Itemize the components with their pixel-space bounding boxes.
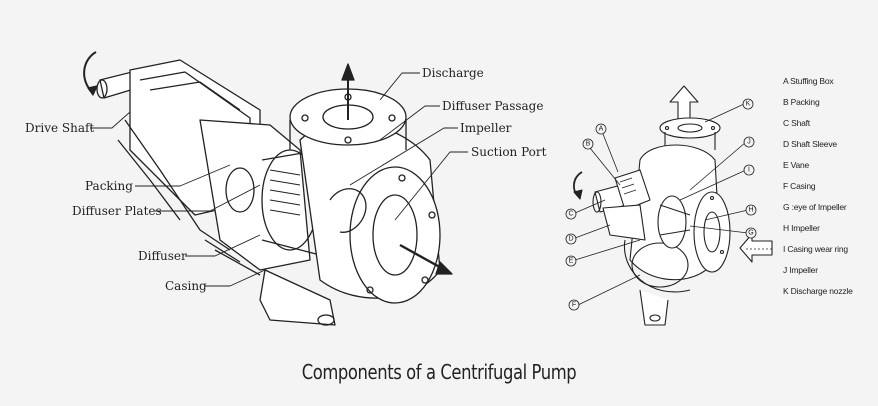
legend-item-j: J Impeller: [783, 265, 818, 275]
legend-item-a: A Stuffing Box: [783, 76, 834, 86]
callout-f: F: [568, 299, 580, 311]
svg-text:E: E: [569, 258, 574, 265]
legend-item-b: B Packing: [783, 97, 820, 107]
callout-e: E: [565, 255, 577, 267]
legend: A Stuffing Box B Packing C Shaft D Shaft…: [783, 76, 853, 307]
callout-c: C: [565, 208, 577, 220]
legend-item-k: K Discharge nozzle: [783, 286, 853, 296]
legend-item-i: I Casing wear ring: [783, 244, 848, 254]
label-drive-shaft: Drive Shaft: [25, 121, 95, 135]
svg-text:B: B: [586, 141, 591, 148]
svg-text:C: C: [568, 211, 573, 218]
right-pump-illustration: [573, 85, 773, 326]
label-impeller: Impeller: [460, 121, 512, 135]
svg-text:H: H: [748, 207, 753, 214]
callout-i: I: [743, 164, 755, 176]
svg-text:J: J: [747, 139, 751, 146]
legend-item-c: C Shaft: [783, 118, 810, 128]
page-title: Components of a Centrifugal Pump: [301, 360, 577, 384]
svg-text:F: F: [572, 302, 576, 309]
legend-item-h: H Impeller: [783, 223, 820, 233]
label-casing: Casing: [165, 279, 207, 293]
legend-item-g: G :eye of Impeller: [783, 202, 847, 212]
callout-markers: A B C D E F K J I H G: [565, 98, 757, 311]
callout-j: J: [743, 136, 755, 148]
legend-item-f: F Casing: [783, 181, 816, 191]
callout-k: K: [742, 98, 754, 110]
label-diffuser-plates: Diffuser Plates: [72, 204, 162, 218]
svg-text:K: K: [746, 101, 751, 108]
callout-b: B: [582, 138, 594, 150]
label-diffuser-passage: Diffuser Passage: [442, 99, 544, 113]
legend-item-e: E Vane: [783, 160, 810, 170]
label-suction-port: Suction Port: [471, 145, 547, 159]
discharge-direction-icon: [669, 85, 699, 121]
label-diffuser: Diffuser: [138, 249, 187, 263]
callout-h: H: [745, 204, 757, 216]
svg-text:I: I: [748, 167, 750, 174]
label-packing: Packing: [85, 179, 133, 193]
suction-direction-icon: [739, 233, 773, 263]
callout-g: G: [745, 227, 757, 239]
svg-text:A: A: [599, 126, 604, 133]
svg-text:G: G: [748, 230, 753, 237]
label-discharge: Discharge: [422, 66, 484, 80]
svg-text:D: D: [568, 236, 573, 243]
legend-item-d: D Shaft Sleeve: [783, 139, 837, 149]
left-pump-illustration: [83, 51, 468, 326]
callout-d: D: [565, 233, 577, 245]
callout-a: A: [595, 123, 607, 135]
